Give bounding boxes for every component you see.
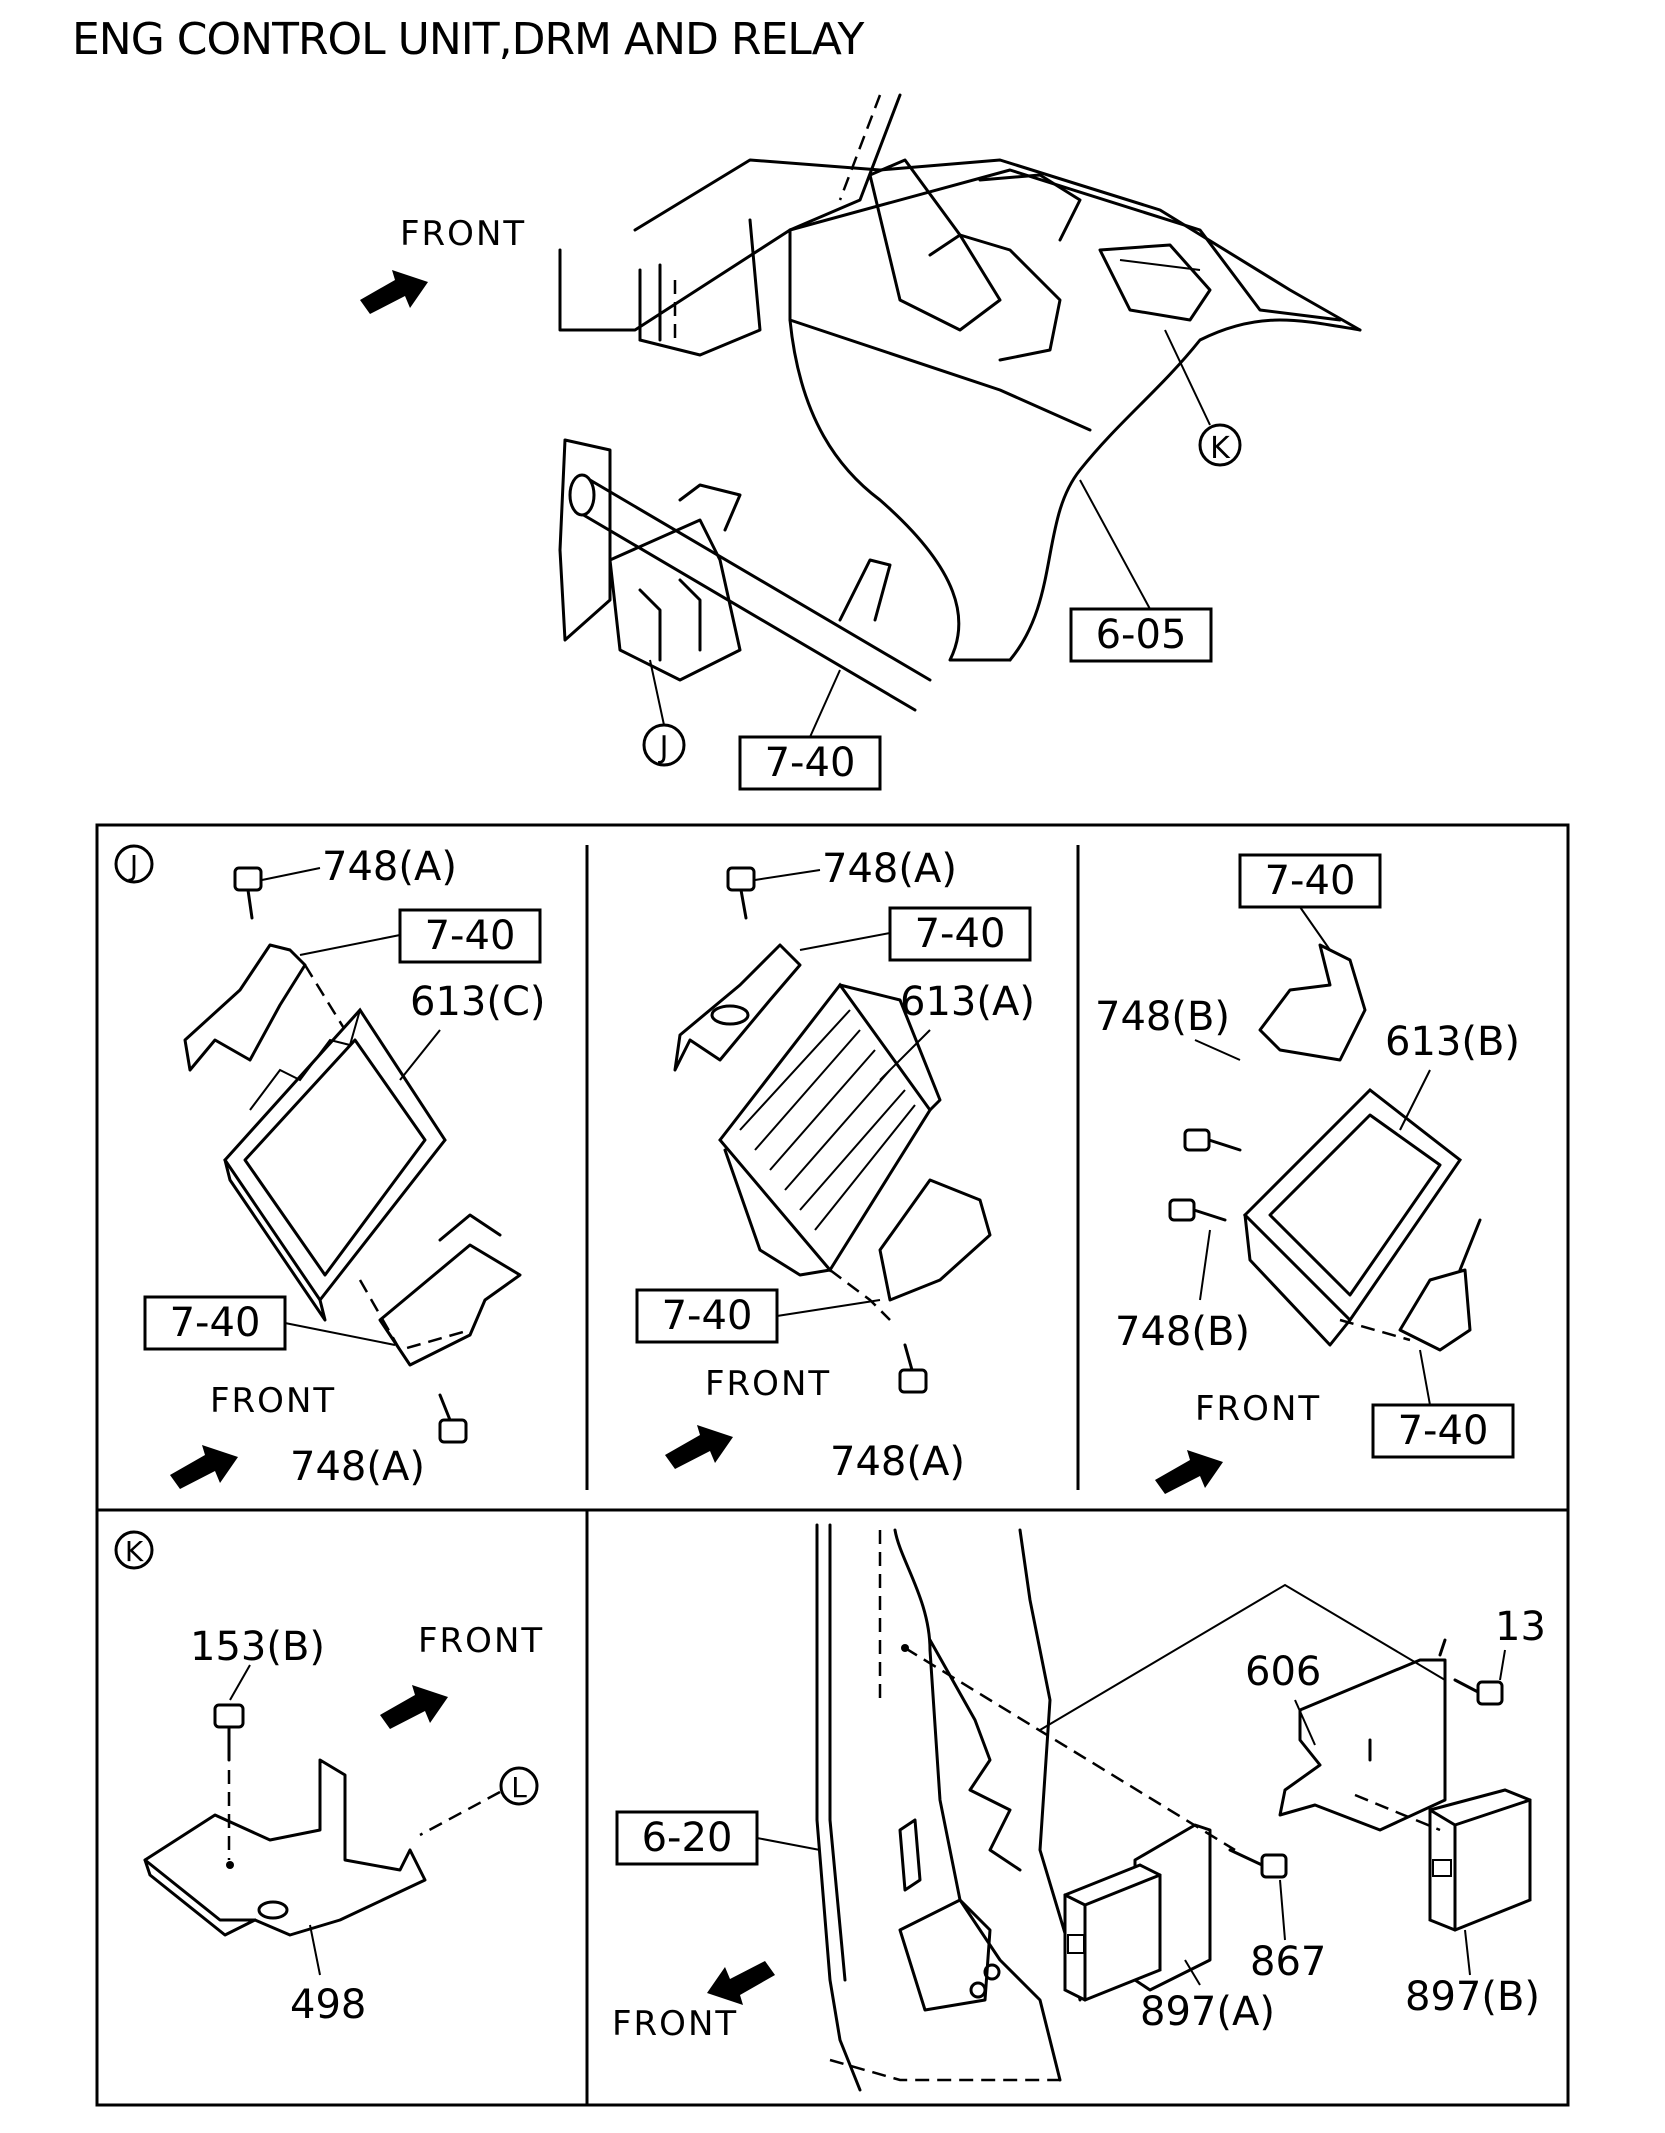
bolt-icon (1183, 1128, 1242, 1152)
relay-a-label: 897(A) (1140, 1989, 1275, 2035)
k-bolt-label: 153(B) (190, 1624, 325, 1670)
ref-box (398, 908, 542, 964)
bolt-icon (898, 1343, 928, 1394)
panel-k: K 153(B) FRONT L 498 (114, 1530, 544, 2028)
j-middle-front-label: FRONT (705, 1364, 831, 1404)
j-right-front-label: FRONT (1195, 1389, 1321, 1429)
j-middle-unit-label: 613(A) (900, 979, 1035, 1025)
overview-front-label: FRONT (400, 214, 526, 254)
j-left-bolt-top: 748(A) (322, 844, 457, 890)
overview-illustration: FRONT K 6-05 (360, 93, 1362, 791)
j-left-unit-label: 613(C) (410, 979, 546, 1025)
ref-box (635, 1288, 779, 1344)
j-right-bolt-top: 748(B) (1095, 994, 1230, 1040)
bolt-icon (1228, 1848, 1288, 1879)
front-arrow-icon (665, 1425, 733, 1469)
bolt-icon (726, 866, 756, 920)
j-right-unit-label: 613(B) (1385, 1019, 1520, 1065)
ref-box (1371, 1403, 1515, 1459)
relay-part-13: 13 (1495, 1604, 1546, 1650)
j-middle-ref-top: 7-40 (915, 911, 1006, 957)
j-left-bolt-bottom: 748(A) (290, 1444, 425, 1490)
front-arrow-icon (707, 1961, 775, 2005)
front-arrow-icon (1155, 1450, 1223, 1494)
relay-front-label: FRONT (612, 2004, 738, 2044)
k-front-label: FRONT (418, 1621, 544, 1661)
panel-j-middle: 748(A) 7-40 613(A) 7-40 FRONT 748(A) (635, 846, 1035, 1485)
overview-ref-605: 6-05 (1096, 612, 1187, 658)
panel-relay: 6-20 FRONT 606 13 897(B) 897(A) (612, 1523, 1546, 2092)
overview-ref-740: 7-40 (765, 740, 856, 786)
ref-box (888, 906, 1032, 962)
front-arrow-icon (360, 270, 428, 314)
bolt-icon (1453, 1678, 1504, 1706)
callout-circle-icon (114, 1530, 154, 1570)
j-left-front-label: FRONT (210, 1381, 336, 1421)
callout-circle-icon (1198, 423, 1242, 467)
j-left-ref-bottom: 7-40 (170, 1300, 261, 1346)
bolt-icon (1168, 1198, 1227, 1222)
panel-j-left: J 748(A) 7-40 613(C) 7-40 FRONT (114, 844, 546, 1490)
j-middle-bolt-top: 748(A) (822, 846, 957, 892)
ref-box (1238, 853, 1382, 909)
k-bracket-label: 498 (290, 1982, 366, 2028)
relay-part-606: 606 (1245, 1649, 1321, 1695)
panel-j-marker: J (128, 849, 138, 882)
page-title: ENG CONTROL UNIT,DRM AND RELAY (72, 14, 864, 65)
ref-box (1069, 607, 1213, 663)
relay-ref-620: 6-20 (642, 1815, 733, 1861)
bolt-icon (213, 1703, 245, 1762)
j-middle-bolt-bottom: 748(A) (830, 1439, 965, 1485)
j-right-ref-bottom: 7-40 (1398, 1408, 1489, 1454)
overview-callout-j: J (658, 730, 669, 765)
detail-panels-frame (95, 823, 1570, 2107)
bolt-icon (233, 866, 263, 920)
ref-box (615, 1810, 759, 1866)
panel-k-marker: K (125, 1535, 144, 1568)
j-left-ref-top: 7-40 (425, 913, 516, 959)
overview-callout-k: K (1210, 431, 1231, 466)
relay-part-867: 867 (1250, 1939, 1326, 1985)
j-right-ref-top: 7-40 (1265, 858, 1356, 904)
k-callout-l: L (511, 1771, 527, 1804)
front-arrow-icon (170, 1445, 238, 1489)
callout-circle-icon (499, 1766, 539, 1806)
panel-j-right: 7-40 748(B) 613(B) 748(B) FRONT 7-40 (1095, 853, 1520, 1494)
front-arrow-icon (380, 1685, 448, 1729)
callout-circle-icon (114, 844, 154, 884)
relay-b-label: 897(B) (1405, 1974, 1540, 2020)
j-right-bolt-bottom: 748(B) (1115, 1309, 1250, 1355)
bolt-icon (438, 1393, 468, 1444)
j-middle-ref-bottom: 7-40 (662, 1293, 753, 1339)
